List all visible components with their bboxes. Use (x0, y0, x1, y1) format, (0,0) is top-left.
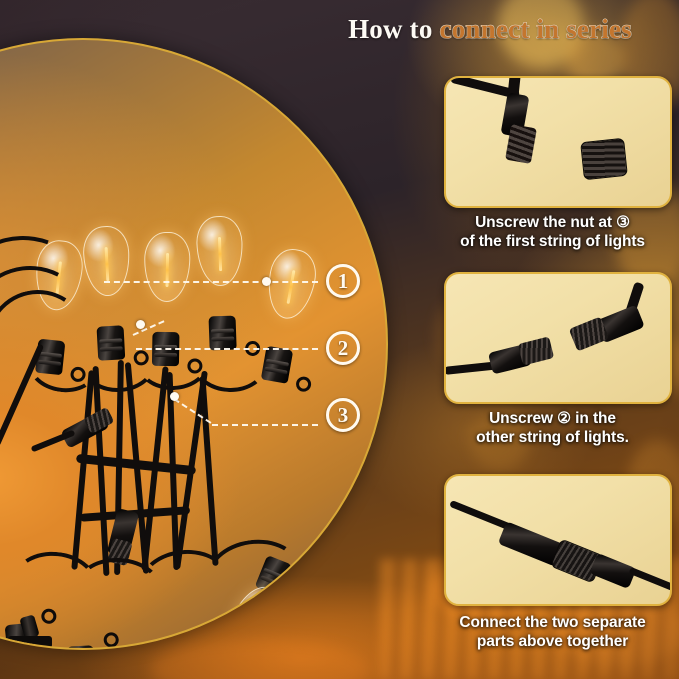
callout-marker-1-label: 1 (337, 268, 349, 293)
page-title: How to connect in series (306, 13, 674, 45)
hero-photo-ellipse (0, 38, 388, 650)
bulb-socket (96, 325, 126, 361)
bulb-filament (104, 247, 109, 282)
step-2-caption: Unscrew ② in the other string of lights. (426, 409, 679, 447)
callout-marker-1: 1 (326, 264, 360, 298)
panel1-loose-nut (580, 137, 628, 181)
step-3-caption-line-2: parts above together (476, 633, 629, 650)
bulb-glass (262, 245, 321, 323)
bulb-hanger-ring (294, 375, 313, 393)
bulb-socket (208, 315, 237, 351)
title-accent-part: connect in series (439, 13, 632, 44)
callout-line-2 (136, 348, 318, 350)
panel3-cable-right (628, 566, 670, 593)
callout-marker-3: 3 (326, 398, 360, 432)
bulb-socket (195, 626, 226, 648)
step-3-caption: Connect the two separate parts above tog… (426, 613, 679, 651)
callout-marker-2-label: 2 (337, 335, 349, 360)
bulb-socket (66, 645, 96, 648)
bulb-socket (260, 345, 294, 384)
panel2-connector-left-threads (517, 336, 555, 366)
step-2-caption-line-2: other string of lights. (476, 429, 629, 446)
bulb-filament (286, 269, 295, 304)
step-3-photo-panel (444, 474, 672, 606)
bulb-glass (143, 231, 191, 303)
callout-marker-3-label: 3 (337, 402, 349, 427)
callout-marker-2: 2 (326, 331, 360, 365)
hero-photo-content (0, 40, 386, 648)
step-2-photo-panel (444, 272, 672, 404)
step-1-caption-line-1: Unscrew the nut at ③ (475, 214, 630, 231)
step-1-caption: Unscrew the nut at ③ of the first string… (426, 213, 679, 251)
bulb-hanger-ring (301, 557, 321, 578)
cable-strand (199, 376, 219, 566)
step-1-photo-panel (444, 76, 672, 208)
step-1-caption-line-2: of the first string of lights (460, 233, 645, 250)
callout-dot-3 (170, 392, 179, 401)
callout-dot-2 (136, 320, 145, 329)
bulb-glass (195, 215, 244, 287)
bulb-filament (247, 604, 263, 638)
step-3-caption-line-1: Connect the two separate (459, 614, 646, 631)
callout-line-1 (104, 281, 318, 283)
title-white-part: How to (348, 14, 433, 44)
callout-line-3 (212, 424, 318, 426)
plug-cap (8, 636, 52, 648)
callout-dot-1 (262, 277, 271, 286)
bulb-filament (217, 237, 222, 272)
step-2-caption-line-1: Unscrew ② in the (489, 410, 616, 427)
panel1-connector-threads (505, 124, 537, 164)
